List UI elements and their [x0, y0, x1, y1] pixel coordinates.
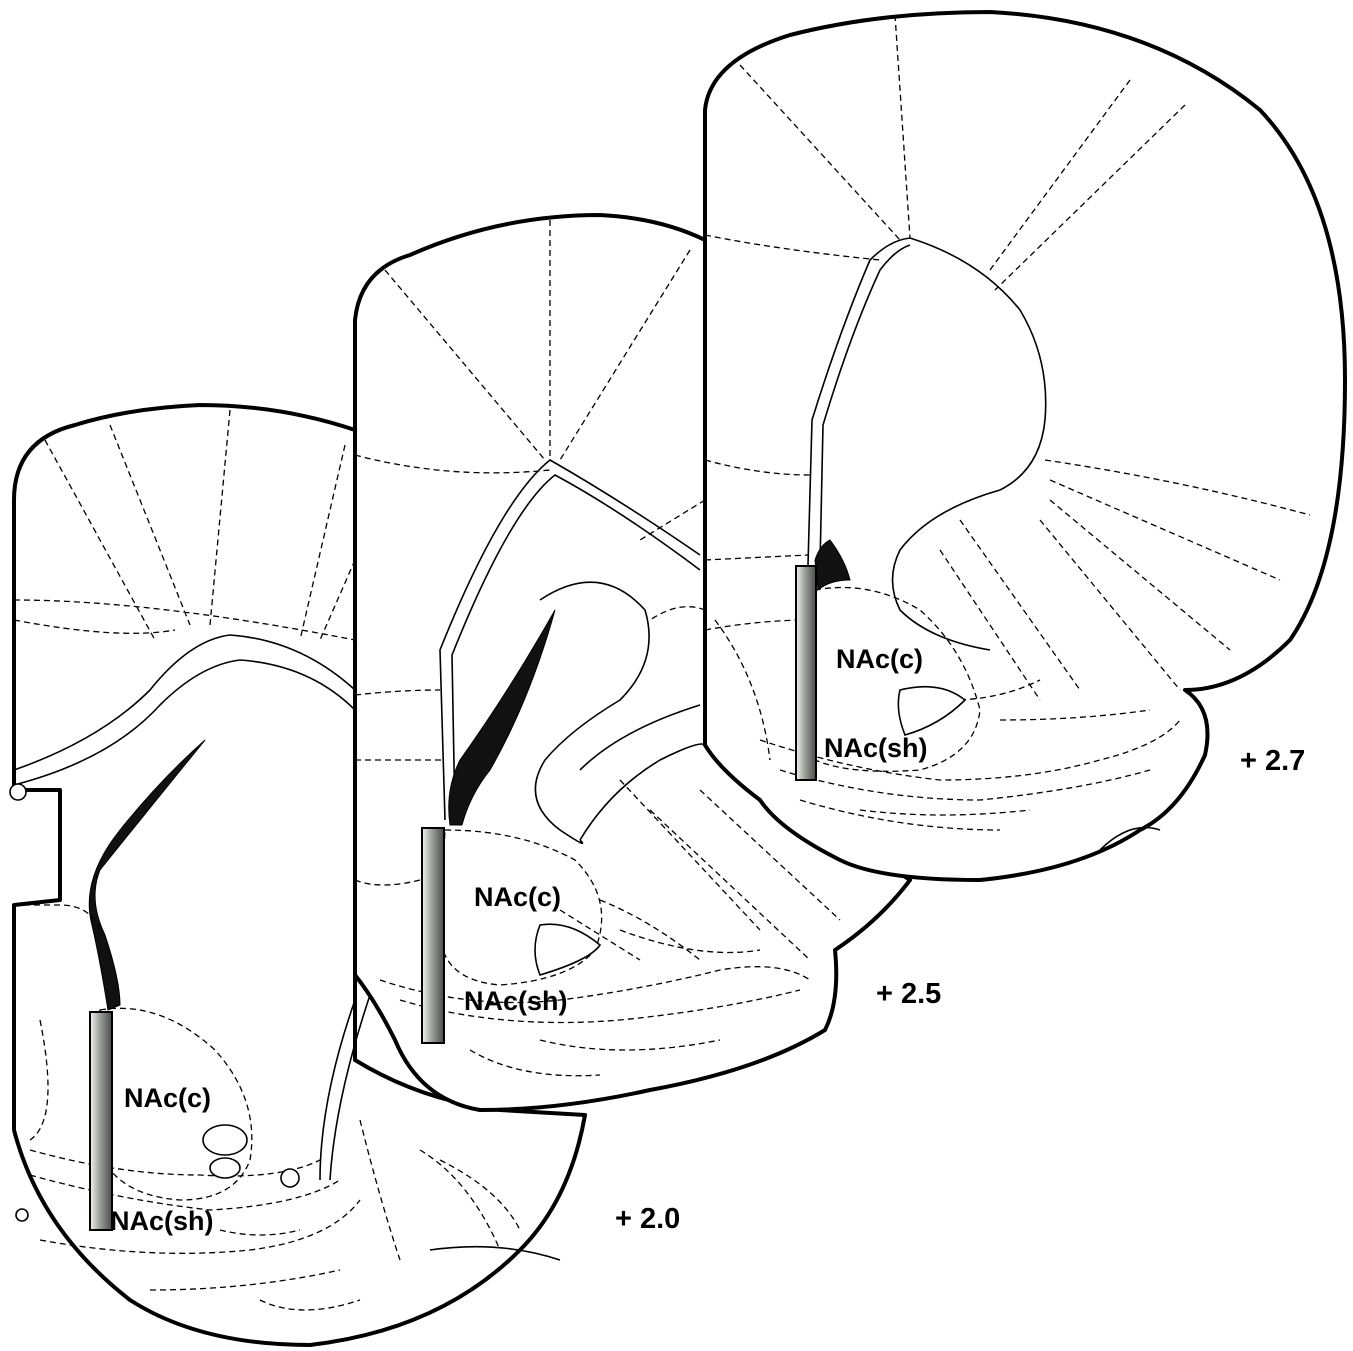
section-2-7-shell-label: NAc(sh) [824, 733, 928, 763]
section-2-7-core-label: NAc(c) [836, 644, 923, 674]
section-2-5-cannula [422, 828, 444, 1043]
section-2-0-cannula [90, 1012, 112, 1230]
section-plus-2-7: NAc(c) NAc(sh) + 2.7 [705, 12, 1345, 880]
section-2-0-shell-label: NAc(sh) [110, 1206, 214, 1236]
section-2-5-level-label: + 2.5 [876, 978, 941, 1010]
section-2-0-level-label: + 2.0 [615, 1203, 680, 1235]
section-2-5-shell-label: NAc(sh) [464, 986, 568, 1016]
section-2-7-cannula [796, 566, 816, 780]
section-2-5-core-label: NAc(c) [474, 882, 561, 912]
section-2-7-level-label: + 2.7 [1240, 745, 1305, 777]
section-2-0-core-label: NAc(c) [124, 1083, 211, 1113]
